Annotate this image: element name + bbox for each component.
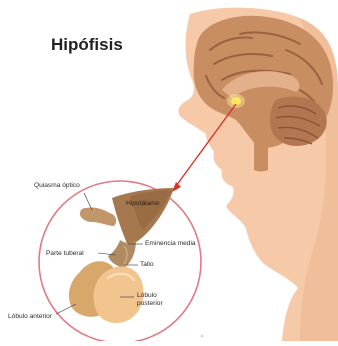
label-stalk: Tallo [140,261,154,269]
label-posterior-lobe-line2: posterior [137,300,163,308]
label-hypothalamus: Hipotálamo [126,200,159,208]
page-title: Hipófisis [51,35,123,55]
label-optic-chiasm: Quiasma óptico [34,182,80,190]
label-posterior-lobe-line1: Lóbulo [137,292,157,300]
stray-dot [201,335,203,337]
pointer-arrowhead [172,182,181,192]
label-median-eminence: Eminencia media [145,240,196,248]
label-anterior-lobe: Lóbulo anterior [8,313,52,321]
label-pars-tuberalis: Parte tuberal [46,250,84,258]
pituitary-glow [227,94,245,108]
